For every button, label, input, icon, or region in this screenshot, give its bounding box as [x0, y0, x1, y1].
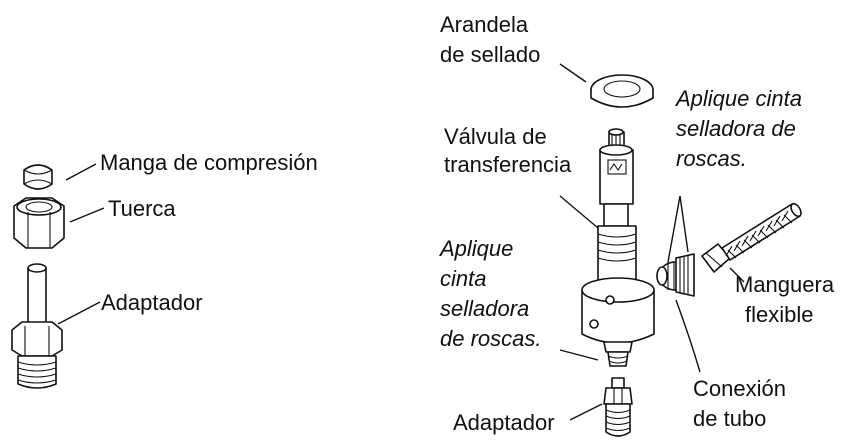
label-thread-tape-left-line-2: cinta: [440, 266, 487, 291]
label-thread-tape-left-line-3: selladora: [440, 296, 530, 321]
label-thread-tape-left-line-1: Aplique: [440, 236, 514, 261]
label-transfer-valve-line-1: Válvula de: [444, 124, 547, 149]
label-compression-sleeve: Manga de compresión: [100, 150, 318, 175]
label-adapter-bottom: Adaptador: [453, 410, 555, 435]
label-tube-connection-line-1: Conexión: [693, 376, 786, 401]
transfer-valve-part: [581, 128, 655, 367]
label-thread-tape-left-line-4: de roscas.: [440, 326, 542, 351]
left-adapter-part: [11, 263, 63, 389]
leader-compression-sleeve: [65, 163, 97, 181]
label-thread-tape-right-line-2: selladora de: [676, 116, 796, 141]
tube-connection-part: [656, 253, 695, 297]
leader-tube-connection: [675, 299, 701, 373]
leader-thread-tape-right-b: [679, 195, 689, 253]
label-sealing-washer-line-1: Arandela: [440, 12, 529, 37]
leader-flexible-hose: [729, 267, 745, 283]
leader-thread-tape-left: [559, 349, 599, 361]
label-nut: Tuerca: [108, 196, 176, 221]
label-thread-tape-right-line-1: Aplique cinta: [676, 86, 802, 111]
label-thread-tape-right-line-3: roscas.: [676, 146, 747, 171]
flexible-hose-part: [701, 202, 802, 273]
leader-transfer-valve: [559, 195, 599, 229]
leader-nut: [69, 207, 105, 223]
nut-part: [13, 197, 65, 249]
leader-thread-tape-right-a: [667, 195, 681, 263]
label-flexible-hose-line-2: flexible: [745, 302, 814, 327]
label-transfer-valve-line-2: transferencia: [444, 152, 572, 177]
label-adapter-left: Adaptador: [101, 290, 203, 315]
leader-adapter-left: [57, 301, 101, 325]
sealing-washer-part: [590, 74, 654, 108]
label-flexible-hose-line-1: Manguera: [735, 272, 835, 297]
label-tube-connection-line-2: de tubo: [693, 406, 767, 431]
compression-sleeve-part: [23, 164, 53, 190]
label-sealing-washer-line-2: de sellado: [440, 42, 541, 67]
leader-sealing-washer: [559, 63, 587, 83]
leader-adapter-bottom: [569, 403, 603, 421]
bottom-adapter-part: [603, 377, 633, 437]
